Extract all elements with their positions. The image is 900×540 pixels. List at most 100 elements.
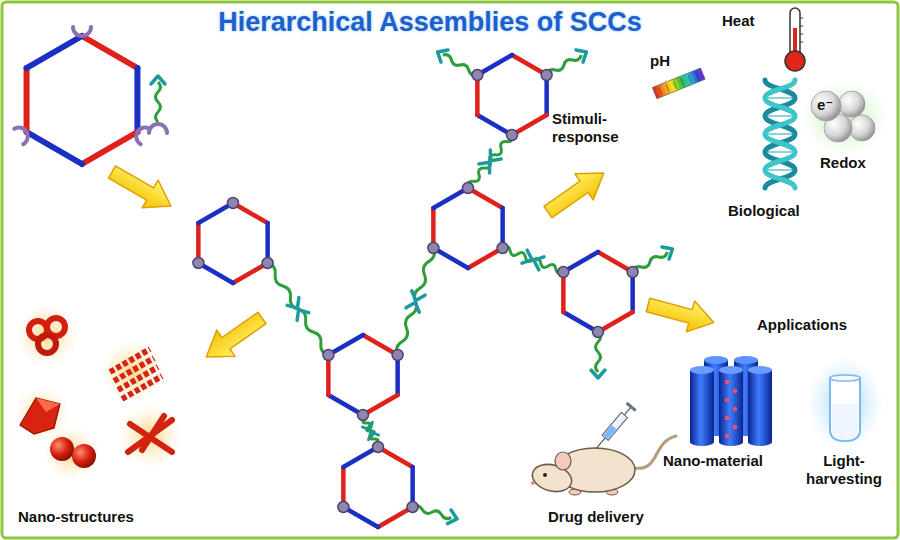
host-cup bbox=[73, 27, 91, 36]
label-slot: Nano-structures bbox=[18, 508, 134, 526]
label-slot: e⁻ bbox=[817, 96, 833, 114]
label-slot: Hierarchical Assemblies of SCCs bbox=[195, 6, 665, 38]
ph-strip bbox=[652, 68, 705, 99]
host-site bbox=[338, 502, 349, 513]
cylinder-body bbox=[690, 370, 714, 442]
orange-glow bbox=[15, 303, 79, 367]
host-site bbox=[428, 243, 439, 254]
electron-sphere bbox=[849, 115, 875, 141]
coil-row bbox=[110, 349, 150, 372]
coil-row bbox=[114, 358, 154, 381]
orange-glow bbox=[44, 425, 100, 481]
guest-dot bbox=[725, 398, 729, 402]
electron-sphere bbox=[811, 91, 841, 121]
host-site bbox=[358, 410, 369, 421]
host-site bbox=[507, 130, 518, 141]
host-site bbox=[193, 258, 204, 269]
stimulus-label: pH bbox=[650, 52, 670, 70]
sphere-structure bbox=[72, 444, 96, 468]
block-arrow bbox=[197, 305, 271, 370]
section-label: Stimuli- response bbox=[552, 110, 642, 146]
application-label: Drug delivery bbox=[548, 508, 644, 526]
wavy-linker bbox=[502, 245, 565, 275]
host-cup bbox=[14, 124, 31, 144]
title-text: Hierarchical Assemblies of SCCs bbox=[195, 6, 665, 38]
label-slot: Biological bbox=[728, 202, 800, 220]
syringe-cap bbox=[626, 402, 637, 412]
electron-symbol: e⁻ bbox=[817, 96, 833, 114]
vial-rim bbox=[830, 375, 860, 381]
coil-row bbox=[122, 376, 162, 399]
host-site bbox=[392, 350, 403, 361]
free-linker bbox=[151, 76, 165, 122]
orange-glow bbox=[118, 404, 182, 468]
label-slot: Heat bbox=[722, 12, 755, 30]
thermometer-icon bbox=[785, 8, 805, 71]
cylinder-top bbox=[719, 366, 743, 374]
hexagon-cage bbox=[198, 203, 267, 283]
dna-helix bbox=[765, 80, 795, 188]
block-arrow bbox=[644, 290, 718, 339]
label-slot: Drug delivery bbox=[548, 508, 644, 526]
block-arrow bbox=[539, 160, 613, 225]
guest-dot bbox=[725, 416, 729, 420]
application-label: Light- harvesting bbox=[801, 452, 887, 488]
host-site bbox=[541, 70, 552, 81]
guest-dots bbox=[725, 380, 737, 438]
mouse-eye bbox=[543, 473, 547, 477]
host-guest-link bbox=[287, 298, 309, 321]
syringe bbox=[592, 402, 637, 453]
mouse-nose bbox=[531, 481, 535, 485]
sphere-structure bbox=[50, 437, 74, 461]
host-site bbox=[558, 267, 569, 278]
label-slot: Applications bbox=[757, 316, 847, 334]
polyhedron-structure bbox=[20, 398, 60, 434]
thermometer-ticks bbox=[800, 18, 803, 42]
ph-scale bbox=[652, 68, 705, 99]
rod bbox=[142, 416, 164, 450]
label-slot: pH bbox=[650, 52, 670, 70]
application-label: Nano-material bbox=[656, 452, 770, 470]
vial bbox=[830, 378, 860, 441]
cylinder-top bbox=[690, 366, 714, 374]
section-label: Applications bbox=[757, 316, 847, 334]
host-site bbox=[593, 327, 604, 338]
cylinder-top bbox=[734, 356, 758, 364]
host-guest-link bbox=[522, 250, 544, 270]
dna-strand bbox=[765, 80, 795, 188]
nanostructures bbox=[14, 303, 182, 481]
label-slot: Nano-material bbox=[656, 452, 770, 470]
orange-glow bbox=[100, 340, 164, 404]
vial-liquid bbox=[832, 404, 858, 439]
host-site bbox=[228, 198, 239, 209]
cylinder-top bbox=[748, 366, 772, 374]
hexagon-cage bbox=[563, 252, 632, 332]
electron-sphere bbox=[839, 91, 865, 117]
hexagon-cage bbox=[433, 188, 502, 268]
host-guest-link bbox=[479, 150, 501, 173]
label-slot: Light- harvesting bbox=[801, 452, 887, 488]
wavy-linker bbox=[265, 261, 331, 356]
cylinder-top bbox=[704, 356, 728, 364]
host-site bbox=[407, 502, 418, 513]
host-site bbox=[463, 183, 474, 194]
host-site bbox=[262, 258, 273, 269]
host-site bbox=[497, 243, 508, 254]
coil-row bbox=[118, 367, 158, 390]
redox-icon bbox=[801, 80, 889, 156]
host-cup bbox=[149, 124, 167, 133]
hexagon-cage bbox=[477, 55, 546, 135]
ph-ticks bbox=[659, 72, 699, 94]
stimulus-label: Heat bbox=[722, 12, 755, 30]
cylinder-body bbox=[748, 370, 772, 442]
wavy-linker bbox=[395, 247, 436, 356]
ring-structure bbox=[38, 335, 56, 353]
rod-structure bbox=[128, 416, 172, 452]
stimulus-label: Biological bbox=[728, 202, 800, 220]
label-slot: Redox bbox=[820, 154, 866, 172]
guest-dot bbox=[733, 425, 737, 429]
host-guest-link bbox=[406, 291, 425, 313]
host-site bbox=[472, 70, 483, 81]
coil-structure bbox=[110, 349, 162, 399]
